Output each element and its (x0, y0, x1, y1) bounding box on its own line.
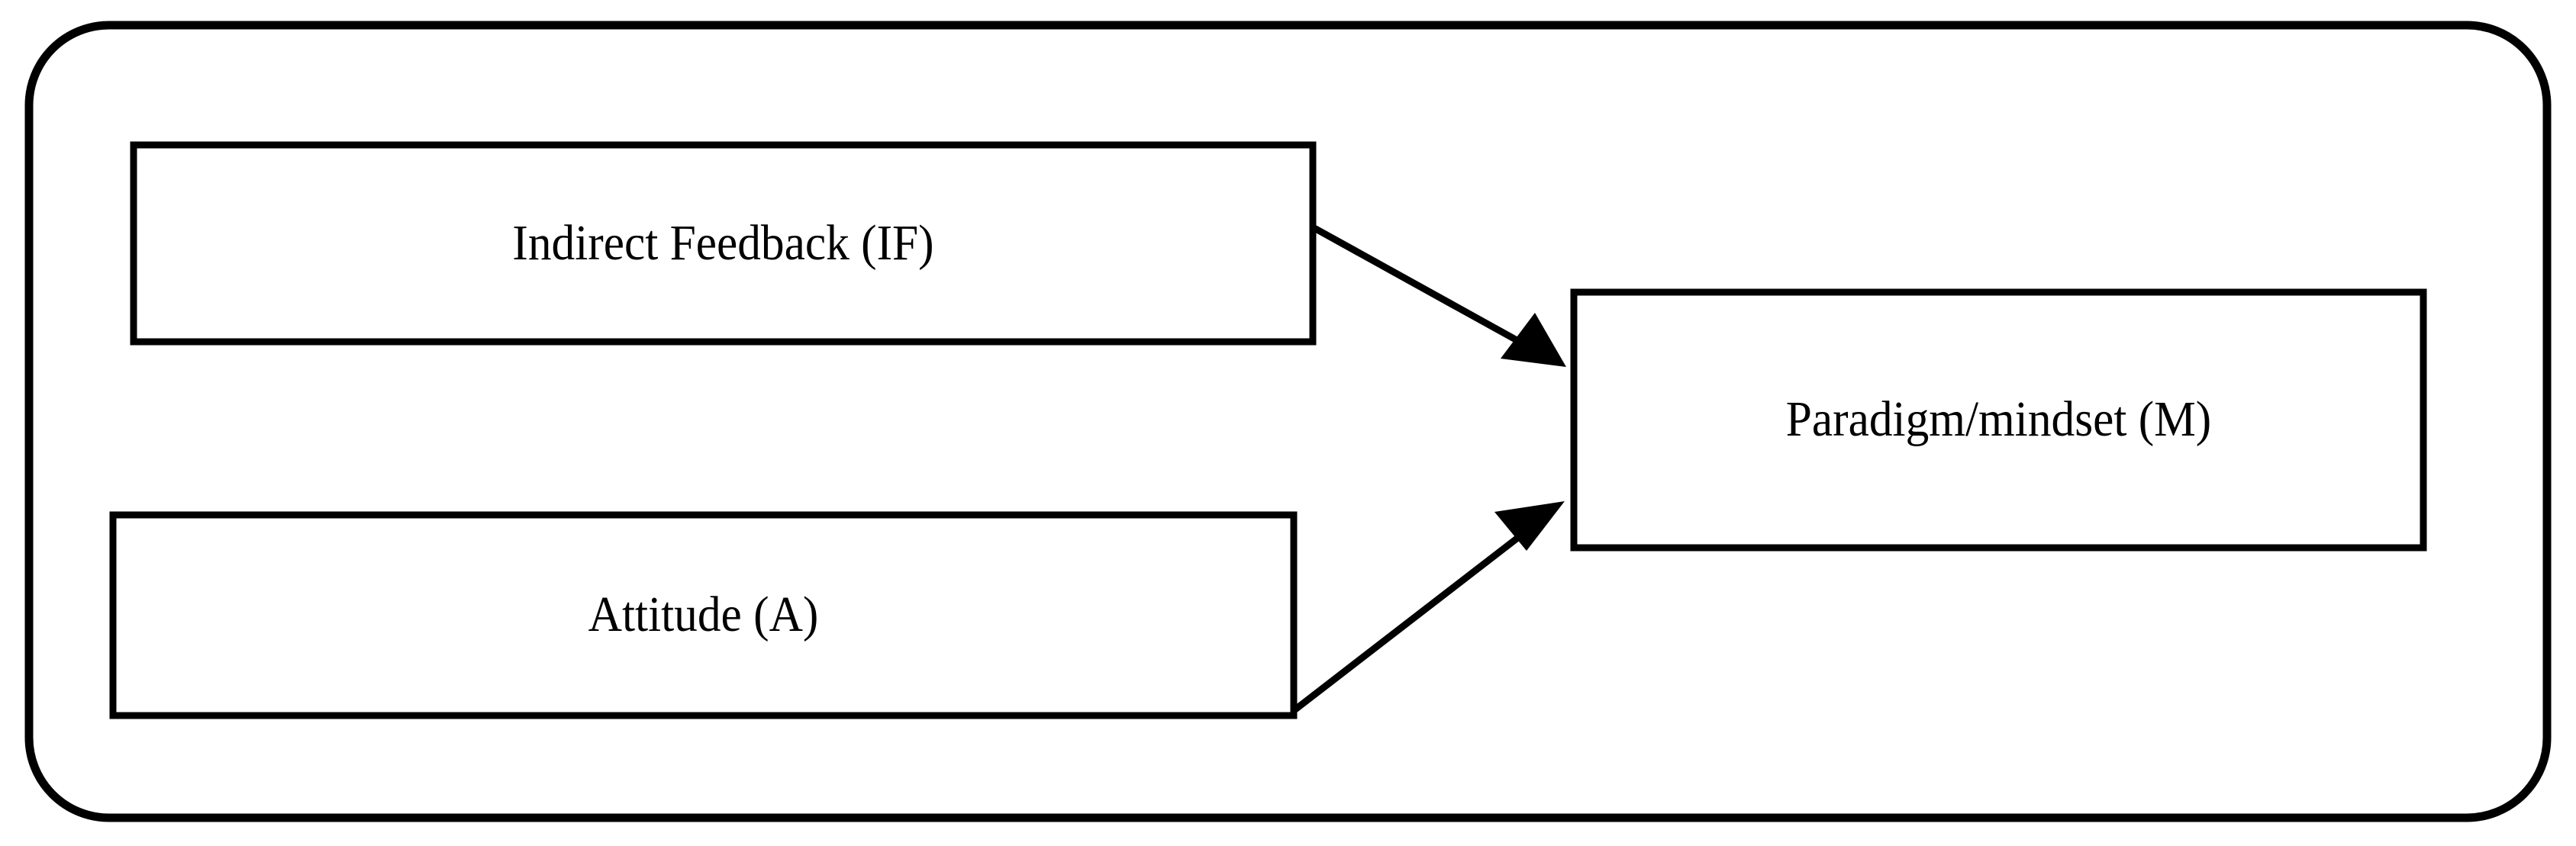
arrow-shaft-if-to-m (1312, 225, 1529, 349)
arrow-head-if-to-m (1501, 313, 1566, 367)
arrow-indirect-feedback-to-paradigm[interactable] (1312, 225, 1566, 367)
arrow-head-a-to-m (1494, 501, 1565, 551)
arrow-shaft-a-to-m (1293, 531, 1525, 713)
arrow-attitude-to-paradigm[interactable] (1293, 501, 1565, 713)
node-box-paradigm-mindset[interactable] (1570, 288, 2427, 552)
node-box-attitude[interactable] (109, 511, 1298, 719)
node-box-indirect-feedback[interactable] (130, 141, 1317, 346)
